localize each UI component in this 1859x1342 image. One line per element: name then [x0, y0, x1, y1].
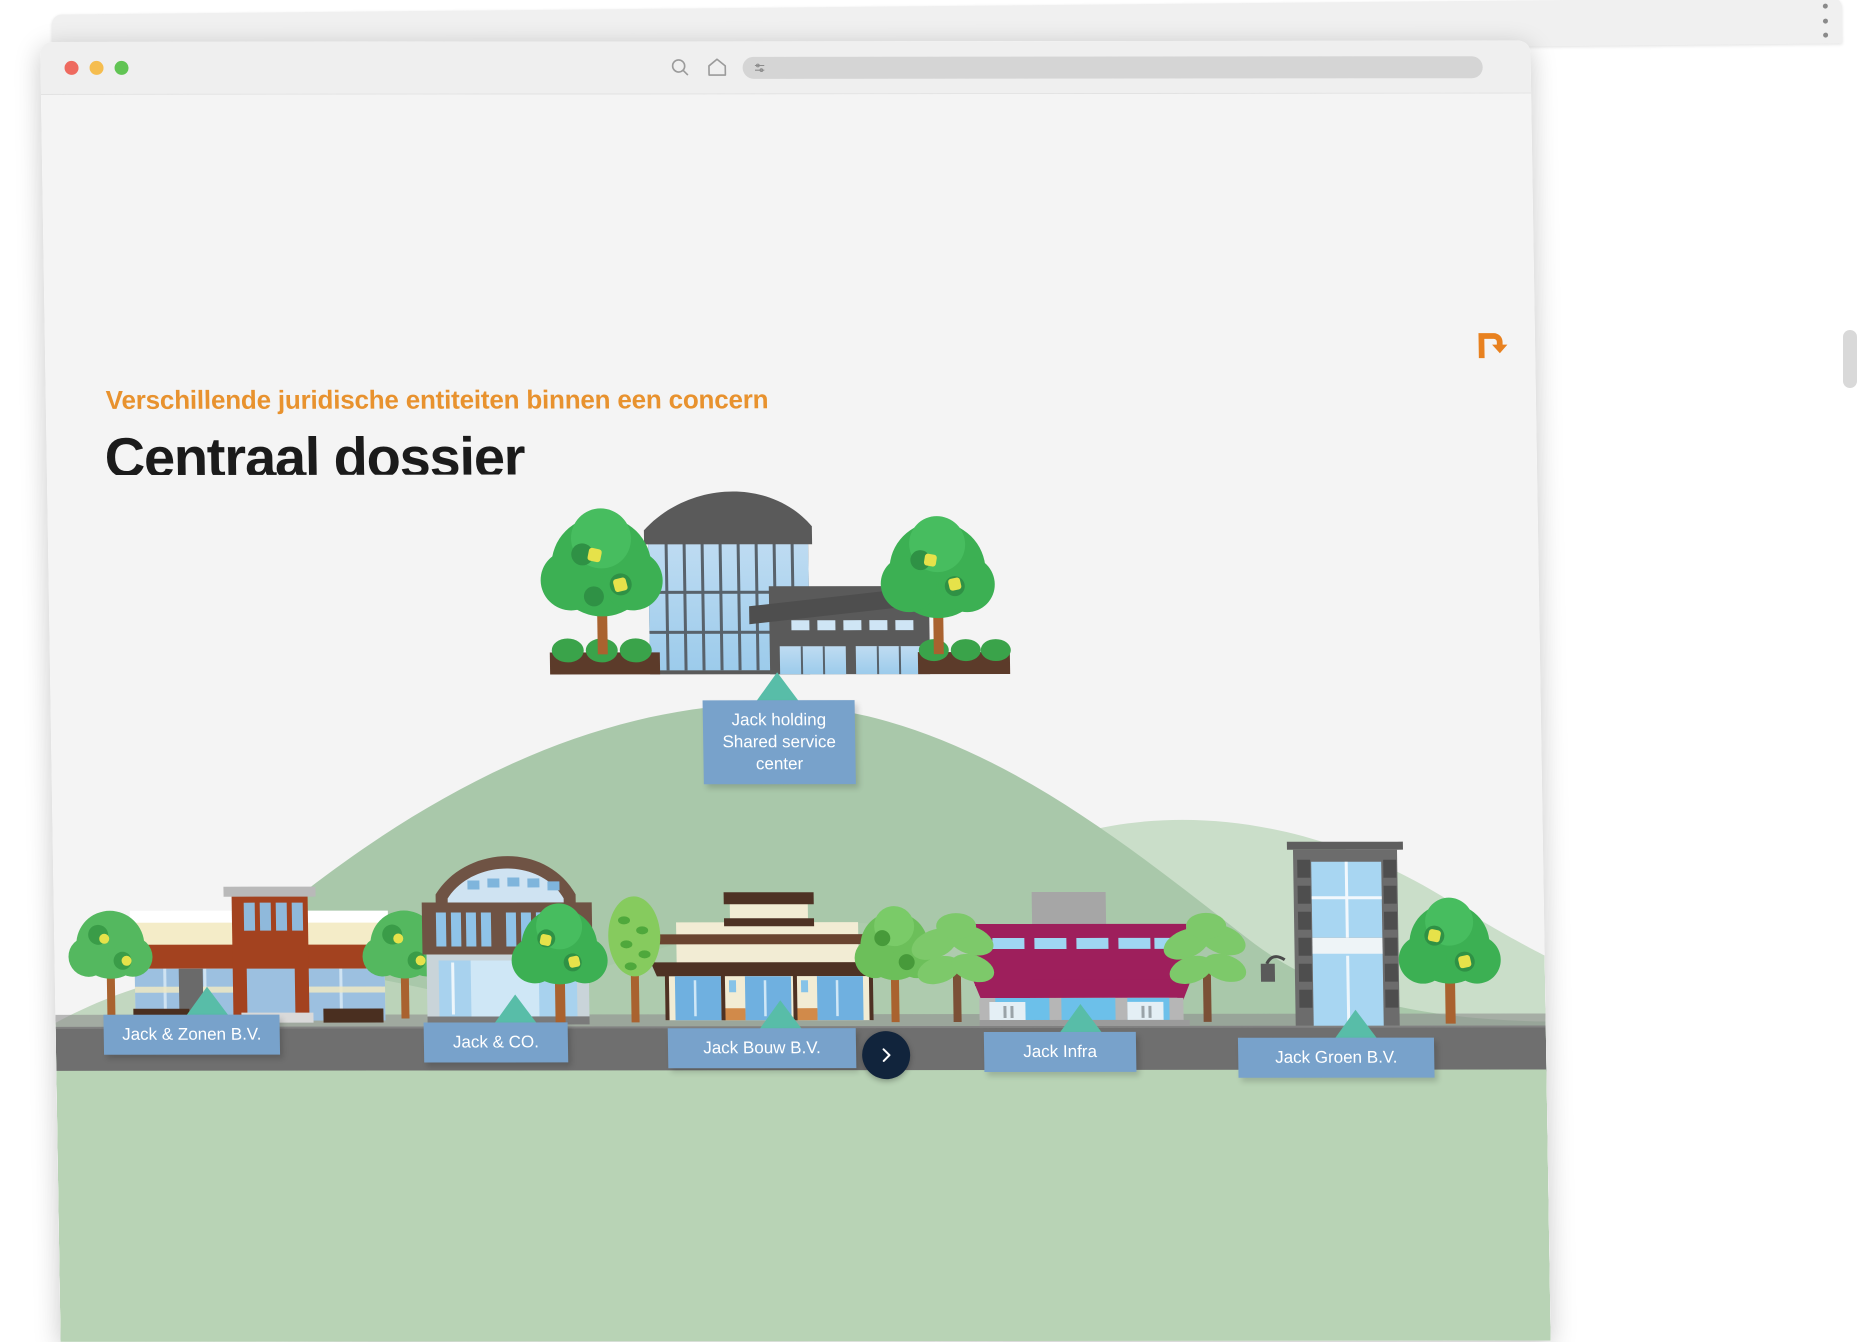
- window-traffic-lights[interactable]: [64, 61, 128, 75]
- browser-window: Verschillende juridische entiteiten binn…: [40, 41, 1551, 1342]
- pointer-sub-0: [185, 987, 229, 1017]
- entity-label-holding[interactable]: Jack holding Shared service center: [703, 700, 856, 784]
- browser-toolbar: [668, 55, 1482, 79]
- reload-arrow-logo-icon: [1469, 322, 1516, 368]
- page-viewport: Verschillende juridische entiteiten binn…: [41, 94, 1551, 1342]
- home-icon[interactable]: [705, 56, 728, 79]
- browser-window-wrapper: Verschillende juridische entiteiten binn…: [0, 33, 1561, 1334]
- scene-svg: [47, 474, 1551, 1342]
- entity-label-sub-3[interactable]: Jack Infra: [984, 1032, 1137, 1072]
- address-bar[interactable]: [742, 56, 1482, 79]
- entity-label-sub-2[interactable]: Jack Bouw B.V.: [668, 1028, 857, 1068]
- pointer-sub-3: [1058, 1004, 1102, 1034]
- next-button[interactable]: [862, 1031, 911, 1079]
- slide-eyebrow: Verschillende juridische entiteiten binn…: [106, 384, 769, 416]
- browser-titlebar: [40, 41, 1531, 95]
- entity-label-sub-0[interactable]: Jack & Zonen B.V.: [103, 1015, 280, 1055]
- entity-label-sub-1[interactable]: Jack & CO.: [424, 1022, 569, 1062]
- sliders-icon: [753, 60, 767, 74]
- chevron-right-icon: [876, 1045, 896, 1065]
- pointer-sub-1: [493, 994, 537, 1024]
- maximize-button[interactable]: [114, 61, 128, 75]
- corporate-headquarters-graphic: [539, 491, 1011, 674]
- pointer-sub-4: [1333, 1010, 1377, 1040]
- scrollbar-thumb[interactable]: [1843, 330, 1857, 388]
- minimize-button[interactable]: [89, 61, 103, 75]
- search-icon[interactable]: [668, 56, 691, 79]
- close-button[interactable]: [64, 61, 78, 75]
- pointer-holding: [755, 672, 799, 702]
- entity-label-sub-4[interactable]: Jack Groen B.V.: [1238, 1038, 1435, 1078]
- org-structure-illustration: Jack holding Shared service center Jack …: [47, 474, 1551, 1342]
- pointer-sub-2: [758, 1000, 802, 1030]
- overflow-menu-icon[interactable]: [1822, 4, 1828, 38]
